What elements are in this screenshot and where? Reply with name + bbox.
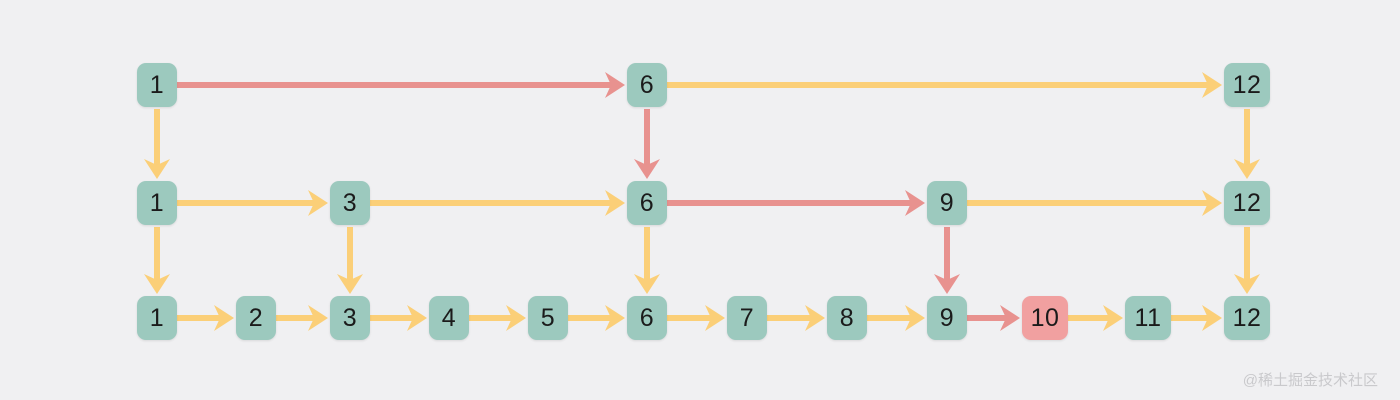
skiplist-node-level-1-bottom-12: 12 xyxy=(1224,296,1270,340)
skiplist-node-level-1-bottom-5: 5 xyxy=(528,296,568,340)
edge-L1-1-to-L1-2 xyxy=(177,305,234,331)
edge-L1-6-to-L1-7 xyxy=(667,305,725,331)
edge-L2-6-to-L1-6 xyxy=(634,227,660,294)
edge-L3-6-to-L3-12 xyxy=(667,72,1222,98)
skiplist-node-level-1-bottom-11: 11 xyxy=(1125,296,1171,340)
skiplist-node-level-2-middle-9: 9 xyxy=(927,181,967,225)
edge-L1-9-to-L1-10 xyxy=(967,305,1020,331)
watermark-text: @稀土掘金技术社区 xyxy=(1242,372,1378,389)
skiplist-node-level-2-middle-1: 1 xyxy=(137,181,177,225)
edge-L1-2-to-L1-3 xyxy=(276,305,328,331)
edge-L1-4-to-L1-5 xyxy=(469,305,526,331)
skiplist-node-level-3-top-1: 1 xyxy=(137,63,177,107)
edge-L1-5-to-L1-6 xyxy=(568,305,625,331)
skiplist-node-level-3-top-12: 12 xyxy=(1224,63,1270,107)
skiplist-node-level-1-bottom-8: 8 xyxy=(827,296,867,340)
edge-L2-6-to-L2-9 xyxy=(667,190,925,216)
skiplist-node-level-1-bottom-1: 1 xyxy=(137,296,177,340)
skiplist-node-level-1-bottom-4: 4 xyxy=(429,296,469,340)
edge-L1-11-to-L1-12 xyxy=(1171,305,1222,331)
edge-L1-3-to-L1-4 xyxy=(370,305,427,331)
skiplist-node-level-1-bottom-2: 2 xyxy=(236,296,276,340)
skiplist-node-level-1-bottom-10: 10 xyxy=(1022,296,1068,340)
skiplist-node-level-1-bottom-6: 6 xyxy=(627,296,667,340)
edge-L2-1-to-L1-1 xyxy=(144,227,170,294)
skiplist-node-level-1-bottom-7: 7 xyxy=(727,296,767,340)
edge-L2-3-to-L1-3 xyxy=(337,227,363,294)
edge-L2-1-to-L2-3 xyxy=(177,190,328,216)
edge-L2-12-to-L1-12 xyxy=(1234,227,1260,294)
edge-L3-1-to-L2-1 xyxy=(144,109,170,179)
edge-L2-9-to-L1-9 xyxy=(934,227,960,294)
skiplist-node-level-1-bottom-9: 9 xyxy=(927,296,967,340)
skiplist-node-level-1-bottom-3: 3 xyxy=(330,296,370,340)
edge-L1-7-to-L1-8 xyxy=(767,305,825,331)
skiplist-node-level-2-middle-12: 12 xyxy=(1224,181,1270,225)
skiplist-node-level-2-middle-3: 3 xyxy=(330,181,370,225)
edge-L2-3-to-L2-6 xyxy=(370,190,625,216)
edge-L3-12-to-L2-12 xyxy=(1234,109,1260,179)
edge-L3-1-to-L3-6 xyxy=(177,72,625,98)
edge-L2-9-to-L2-12 xyxy=(967,190,1222,216)
skiplist-node-level-2-middle-6: 6 xyxy=(627,181,667,225)
edge-L1-10-to-L1-11 xyxy=(1068,305,1123,331)
edge-L3-6-to-L2-6 xyxy=(634,109,660,179)
skiplist-node-level-3-top-6: 6 xyxy=(627,63,667,107)
edge-L1-8-to-L1-9 xyxy=(867,305,925,331)
